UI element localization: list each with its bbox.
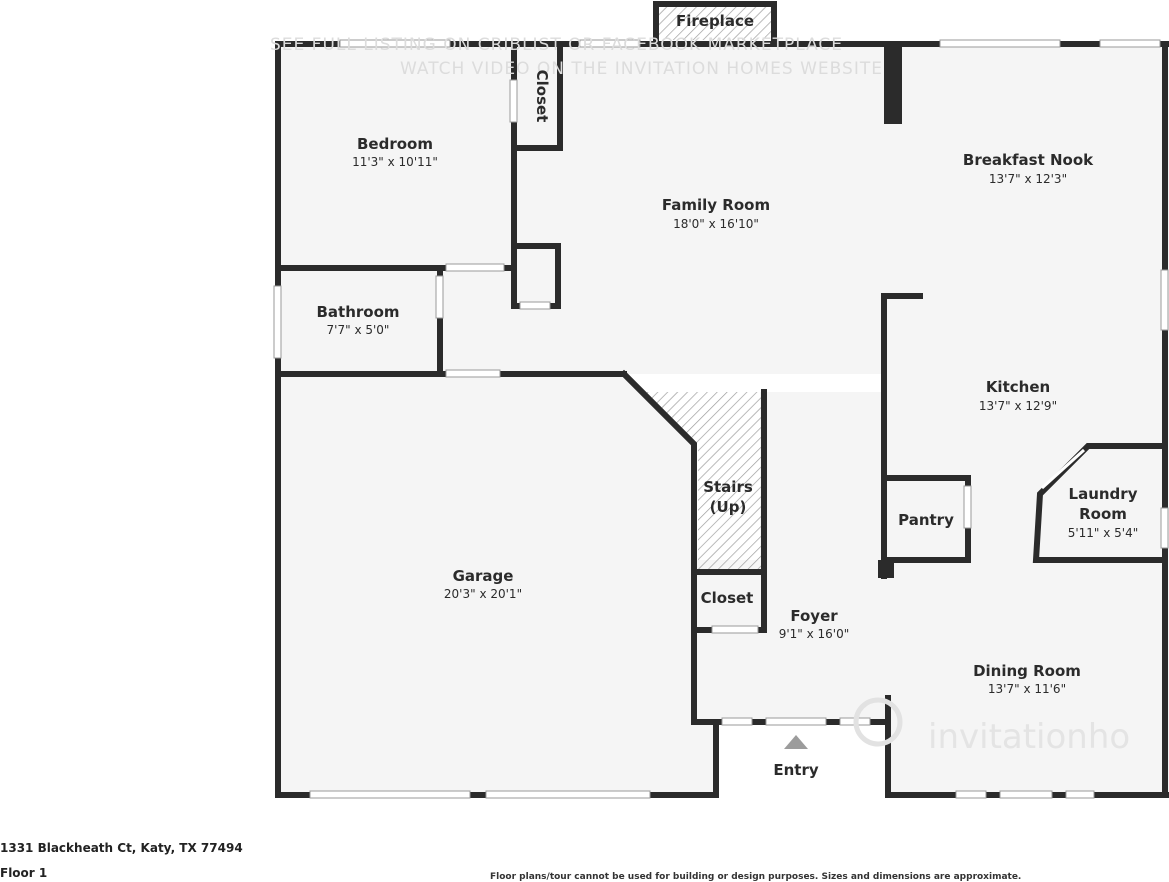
fireplace-label: Fireplace: [676, 12, 754, 30]
bathroom-dim: 7'7" x 5'0": [327, 323, 390, 337]
brand-watermark: invitationho: [853, 697, 1130, 757]
dining-room-label: Dining Room: [973, 662, 1081, 680]
address-text: 1331 Blackheath Ct, Katy, TX 77494: [0, 841, 243, 855]
watermark-line1: SEE FULL LISTING ON CRIBLIST OR FACEBOOK…: [270, 35, 843, 55]
breakfast-nook-label: Breakfast Nook: [963, 151, 1094, 169]
bedroom-label: Bedroom: [357, 135, 433, 153]
bedroom-dim: 11'3" x 10'11": [352, 155, 438, 169]
kitchen-dim: 13'7" x 12'9": [979, 399, 1057, 413]
family-room-dim: 18'0" x 16'10": [673, 217, 759, 231]
laundry-label-line1: Laundry: [1069, 485, 1138, 503]
family-room-label: Family Room: [662, 196, 770, 214]
breakfast-nook-dim: 13'7" x 12'3": [989, 172, 1067, 186]
stairs-direction: (Up): [710, 498, 747, 516]
watermark-line2: WATCH VIDEO ON THE INVITATION HOMES WEBS…: [400, 59, 883, 79]
pantry-label: Pantry: [898, 511, 954, 529]
disclaimer-text: Floor plans/tour cannot be used for buil…: [490, 872, 1022, 882]
bathroom-label: Bathroom: [316, 303, 399, 321]
foyer-label: Foyer: [790, 607, 838, 625]
closet-top-label: Closet: [533, 70, 551, 123]
closet-foyer-label: Closet: [701, 589, 754, 607]
garage-label: Garage: [453, 567, 514, 585]
floor-label: Floor 1: [0, 866, 48, 880]
dining-room-dim: 13'7" x 11'6": [988, 682, 1066, 696]
entry-label: Entry: [773, 761, 818, 779]
stairs-label: Stairs: [703, 478, 753, 496]
watermark-brand: invitationho: [928, 717, 1130, 757]
foyer-dim: 9'1" x 16'0": [779, 627, 850, 641]
stairs-hatch: [646, 392, 762, 570]
windows: [273, 39, 1169, 799]
kitchen-label: Kitchen: [986, 378, 1050, 396]
entry-arrow-icon: [784, 735, 808, 749]
fireplace-hatch: [656, 4, 774, 40]
room-fills: [278, 44, 1169, 795]
laundry-label-line2: Room: [1079, 505, 1127, 523]
garage-dim: 20'3" x 20'1": [444, 587, 522, 601]
laundry-dim: 5'11" x 5'4": [1068, 526, 1139, 540]
